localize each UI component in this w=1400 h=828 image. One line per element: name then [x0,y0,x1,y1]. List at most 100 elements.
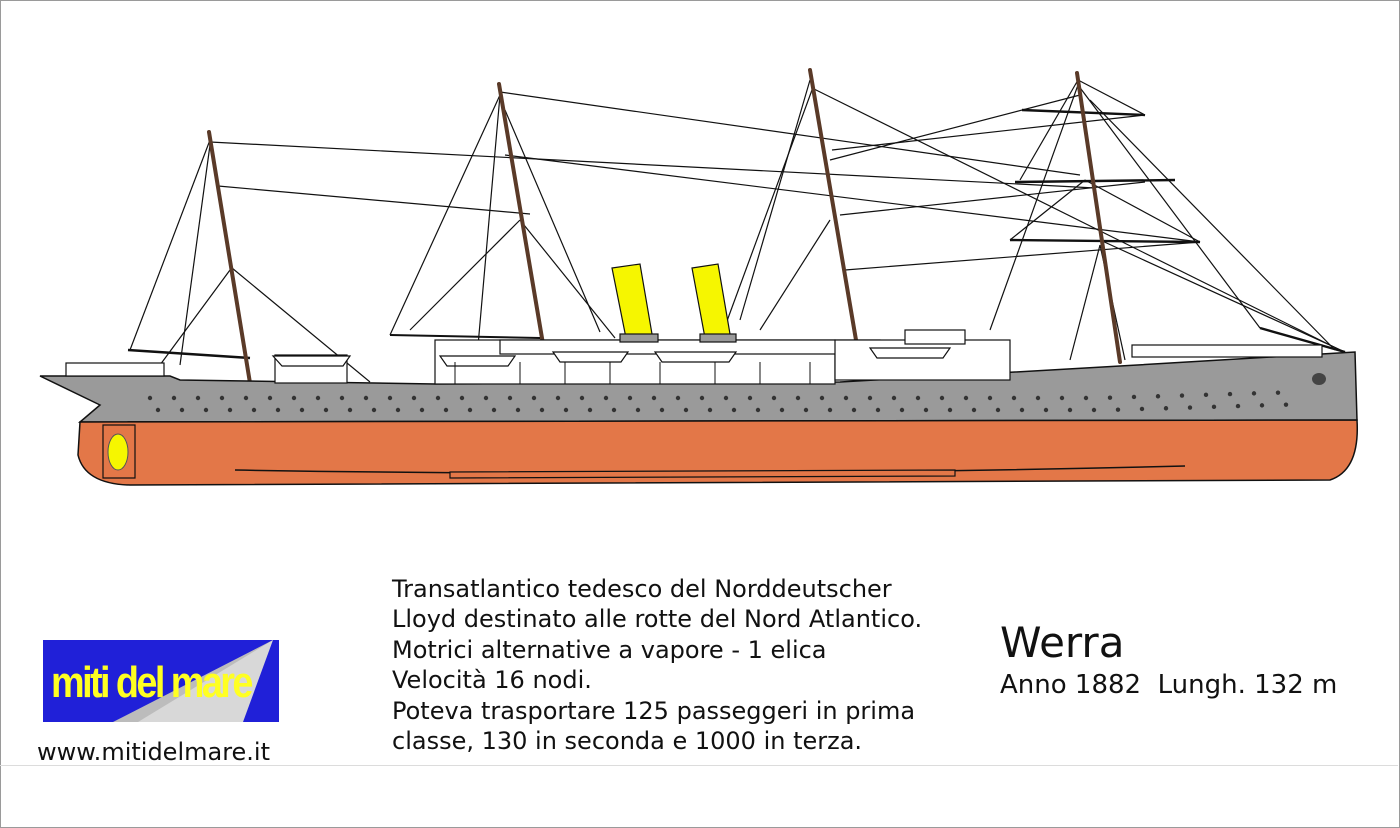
porthole [459,395,465,401]
ship-profile-drawing [39,68,1359,486]
porthole [491,407,497,413]
porthole [851,407,857,413]
porthole [1083,395,1089,401]
porthole [1283,402,1289,407]
porthole [1179,393,1185,398]
porthole [363,395,369,401]
porthole [939,395,945,401]
porthole [827,407,833,413]
porthole [315,395,321,401]
porthole [795,395,801,401]
porthole [219,395,225,401]
porthole [1139,406,1145,412]
porthole [203,407,209,413]
porthole [1227,391,1233,397]
porthole [1067,407,1073,413]
porthole [875,407,881,413]
porthole [179,407,185,413]
porthole [915,395,921,401]
porthole [1011,395,1017,401]
porthole [971,407,977,413]
porthole [771,395,777,401]
porthole [1019,407,1025,413]
porthole [891,395,897,401]
ship-description: Transatlantico tedesco del Norddeutscher… [392,574,922,756]
porthole [867,395,873,401]
porthole [1211,404,1217,410]
logo-text: miti del mare [51,658,253,707]
porthole [1155,394,1161,399]
porthole [1275,390,1281,395]
porthole [731,407,737,413]
porthole [299,407,305,413]
description-line: Velocità 16 nodi. [392,666,592,695]
porthole [947,407,953,413]
porthole [683,407,689,413]
porthole [1259,403,1265,408]
porthole [755,407,761,413]
porthole [899,407,905,413]
porthole [227,407,233,413]
porthole [339,395,345,401]
porthole [963,395,969,401]
ship-specs: Anno 1882 Lungh. 132 m [1000,670,1338,700]
porthole [923,407,929,413]
porthole [1251,391,1257,396]
porthole [467,407,473,413]
porthole [635,407,641,413]
porthole [1107,395,1113,400]
porthole [395,407,401,413]
porthole [531,395,537,401]
porthole [411,395,417,401]
porthole [267,395,273,401]
porthole [419,407,425,413]
porthole [779,407,785,413]
porthole [555,395,561,401]
porthole [195,395,201,401]
description-line: Lloyd destinato alle rotte del Nord Atla… [392,605,923,634]
porthole [819,395,825,401]
porthole [803,407,809,413]
porthole [747,395,753,401]
porthole [243,395,249,401]
porthole [995,407,1001,413]
porthole [1187,405,1193,410]
porthole [155,407,161,413]
porthole [1091,407,1097,413]
porthole [627,395,633,401]
logo: miti del mare [43,640,279,722]
porthole [651,395,657,401]
porthole [171,395,177,401]
porthole [347,407,353,413]
description-line: Motrici alternative a vapore - 1 elica [392,635,827,664]
porthole [587,407,593,413]
porthole [371,407,377,413]
porthole [515,407,521,413]
porthole [603,395,609,401]
porthole [1131,394,1137,400]
porthole [387,395,393,401]
porthole [1043,407,1049,413]
porthole [443,407,449,413]
sail-icon [113,640,273,722]
porthole [1163,406,1169,411]
porthole [1235,403,1241,409]
porthole [579,395,585,401]
porthole [707,407,713,413]
porthole [843,395,849,401]
porthole [1059,395,1065,401]
divider [0,765,1398,766]
porthole [563,407,569,413]
porthole [987,395,993,401]
porthole [291,395,297,401]
porthole [659,407,665,413]
porthole [1115,407,1121,412]
porthole [723,395,729,401]
porthole [483,395,489,401]
website-url[interactable]: www.mitidelmare.it [37,738,271,766]
ship-name: Werra [1000,618,1125,667]
porthole [699,395,705,401]
porthole [539,407,545,413]
porthole [675,395,681,401]
description-line: Transatlantico tedesco del Norddeutscher [392,575,892,603]
